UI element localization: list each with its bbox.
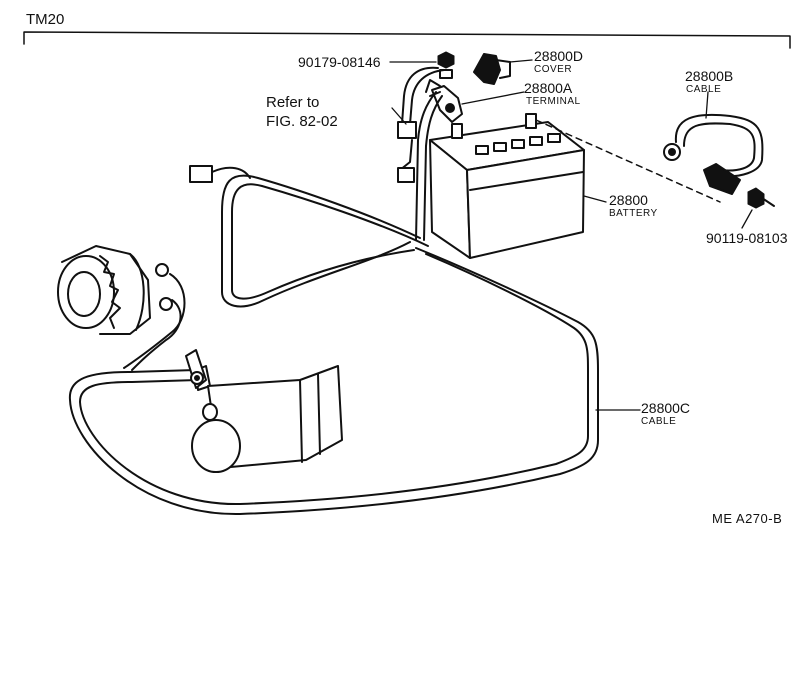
terminal-cover-illustration [473, 53, 511, 85]
ground-cable-part-number: 28800B [685, 68, 734, 84]
cover-part-name: COVER [534, 64, 573, 75]
positive-cable-illustration [68, 174, 599, 516]
starter-cable-part-name: CABLE [641, 416, 677, 427]
starter-motor-illustration [185, 349, 343, 473]
model-label: TM20 [26, 11, 65, 28]
drawing-code: ME A270-B [712, 511, 783, 526]
battery-part-name: BATTERY [609, 208, 658, 219]
wire-harness-illustration [397, 66, 445, 241]
nut-illustration [437, 51, 455, 79]
terminal-illustration [425, 79, 463, 123]
reference-note-line2: FIG. 82-02 [266, 113, 338, 130]
battery-illustration [429, 113, 585, 259]
terminal-part-name: TERMINAL [526, 96, 581, 107]
leader-lines [389, 59, 753, 411]
nut-part-number: 90179-08146 [298, 54, 381, 70]
cover-part-number: 28800D [534, 48, 584, 64]
ground-cable-part-name: CABLE [686, 84, 722, 95]
terminal-part-number: 28800A [524, 80, 573, 96]
starter-cable-part-number: 28800C [641, 400, 691, 416]
bolt-part-number: 90119-08103 [706, 230, 788, 246]
small-connector-illustration [189, 165, 251, 183]
ground-cable-illustration [535, 113, 775, 209]
frame-bracket [23, 31, 791, 49]
alternator-illustration [57, 245, 186, 371]
battery-part-number: 28800 [609, 192, 648, 208]
reference-note-line1: Refer to [266, 94, 320, 111]
